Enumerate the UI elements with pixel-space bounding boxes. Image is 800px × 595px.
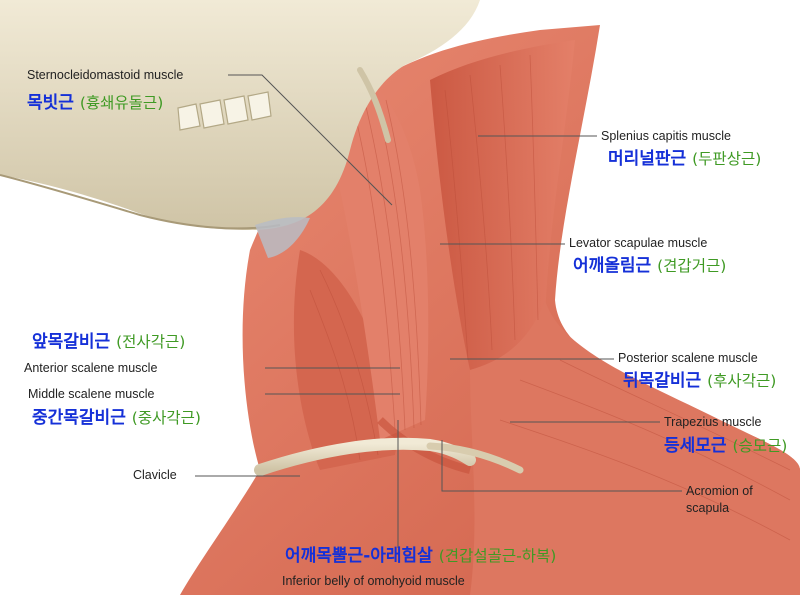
scm-ko-primary: 목빗근: [27, 93, 74, 113]
label-sternocleidomastoid-en: Sternocleidomastoid muscle: [27, 68, 184, 82]
label-levator-scapulae-en: Levator scapulae muscle: [569, 236, 708, 250]
label-anterior-scalene-en: Anterior scalene muscle: [24, 361, 158, 375]
label-middle-scalene-ko: 중간목갈비근 (중사각근): [32, 410, 201, 427]
label-anterior-scalene-ko: 앞목갈비근 (전사각근): [32, 334, 185, 351]
clavicle-bone: [254, 437, 476, 476]
label-acromion-line1: Acromion of: [686, 484, 753, 498]
label-sternocleidomastoid-ko: 목빗근 (흉쇄유돌근): [27, 95, 163, 112]
anterior-ko-primary: 앞목갈비근: [32, 332, 111, 352]
splenius-region: [430, 40, 575, 370]
levator-ko-primary: 어깨올림근: [573, 256, 652, 276]
levator-ko-alt: (견갑거근): [657, 257, 727, 275]
tendon-accent: [255, 217, 310, 258]
posterior-ko-alt: (후사각근): [707, 372, 777, 390]
scalene-group: [293, 250, 397, 470]
splenius-ko-primary: 머리널판근: [608, 149, 687, 169]
trapezius-region: [470, 300, 800, 595]
middle-ko-alt: (중사각근): [131, 409, 201, 427]
label-posterior-scalene-ko: 뒤목갈비근 (후사각근): [623, 373, 776, 390]
label-splenius-capitis-ko: 머리널판근 (두판상근): [608, 151, 761, 168]
teeth: [177, 91, 272, 131]
label-levator-scapulae-ko: 어깨올림근 (견갑거근): [573, 258, 726, 275]
middle-ko-primary: 중간목갈비근: [32, 408, 126, 428]
leader-lines: [195, 74, 682, 548]
label-clavicle-en: Clavicle: [133, 468, 177, 482]
scm-band: [335, 75, 429, 440]
label-omohyoid-ko: 어깨목뿔근-아래힘살 (견갑설골근-하복): [285, 548, 556, 565]
trapezius-ko-primary: 등세모근: [664, 436, 727, 456]
splenius-ko-alt: (두판상근): [692, 150, 762, 168]
label-acromion-line2: scapula: [686, 501, 730, 515]
omohyoid-ko-primary: 어깨목뿔근-아래힘살: [285, 546, 433, 566]
label-trapezius-ko: 등세모근 (승모근): [664, 438, 787, 455]
label-middle-scalene-en: Middle scalene muscle: [28, 387, 155, 401]
label-posterior-scalene-en: Posterior scalene muscle: [618, 351, 758, 365]
trapezius-ko-alt: (승모근): [732, 437, 788, 455]
label-omohyoid-en: Inferior belly of omohyoid muscle: [282, 574, 465, 588]
posterior-ko-primary: 뒤목갈비근: [623, 371, 702, 391]
omohyoid-ko-alt: (견갑설골근-하복): [438, 547, 557, 565]
muscle-fibers: [309, 54, 791, 541]
mandible-edge: [0, 174, 281, 230]
anterior-ko-alt: (전사각근): [116, 333, 186, 351]
label-trapezius-en: Trapezius muscle: [664, 415, 762, 429]
scm-ko-alt: (흉쇄유돌근): [79, 94, 164, 112]
styloid-process: [357, 67, 391, 143]
label-splenius-capitis-en: Splenius capitis muscle: [601, 129, 731, 143]
